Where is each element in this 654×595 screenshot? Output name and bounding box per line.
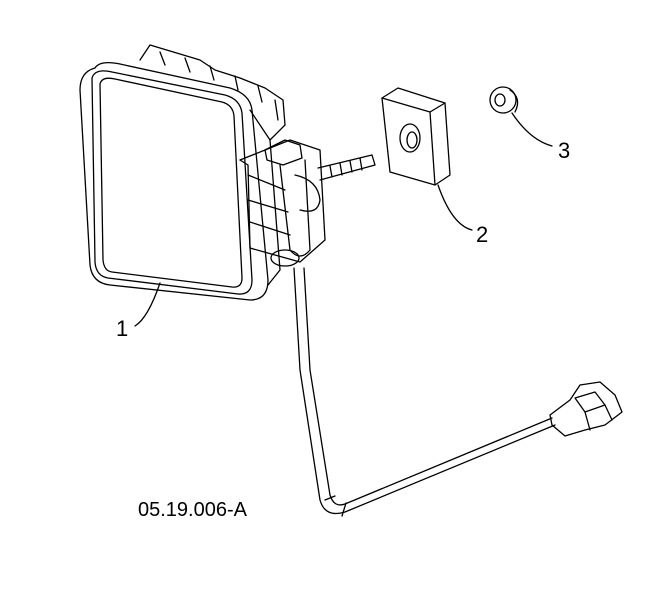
figure-code: 05.19.006-A — [138, 499, 247, 521]
washer — [489, 86, 519, 114]
callout-1: 1 — [116, 316, 129, 341]
leader-line-1 — [134, 282, 161, 327]
heat-sink-fins — [139, 44, 286, 141]
cable — [293, 267, 556, 517]
leader-line-3 — [511, 112, 553, 147]
connector — [549, 381, 623, 437]
callout-2: 2 — [476, 222, 489, 247]
callout-3: 3 — [558, 138, 571, 163]
clamp-nut-block — [381, 87, 451, 186]
work-light — [79, 62, 281, 301]
mounting-bracket — [239, 139, 326, 267]
leader-line-2 — [437, 184, 473, 231]
bolt — [317, 154, 376, 181]
